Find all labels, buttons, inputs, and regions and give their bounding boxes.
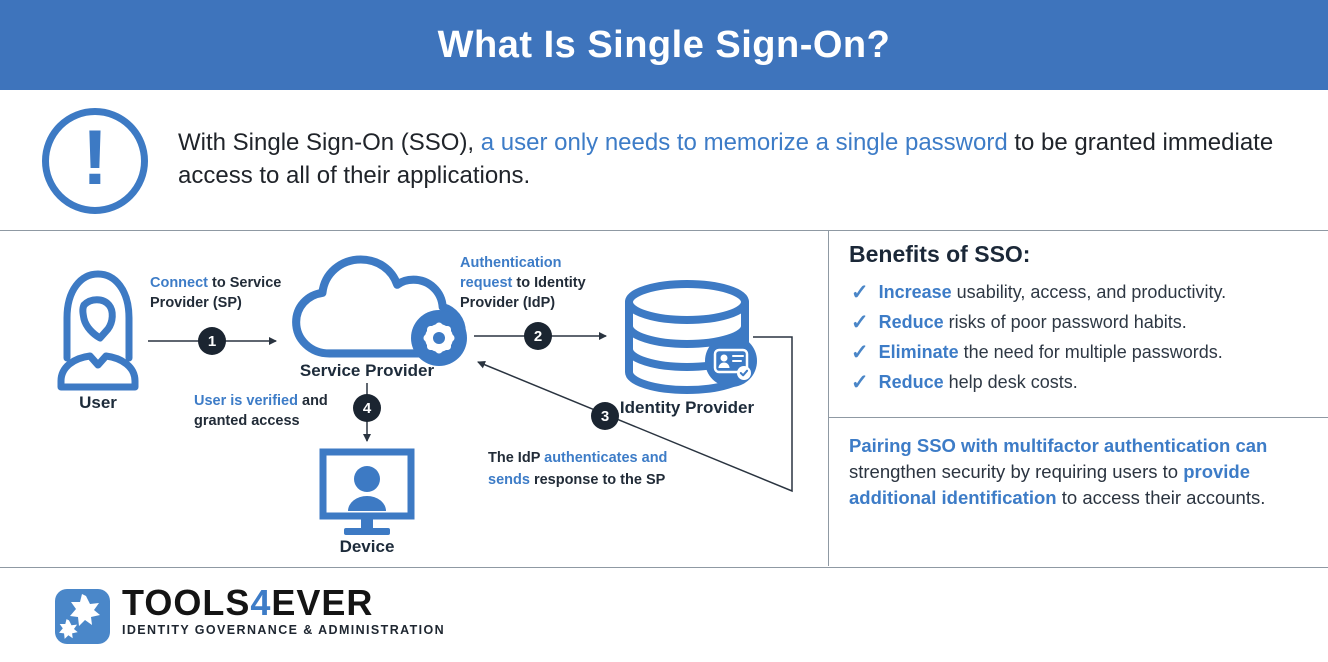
- brand-tagline: IDENTITY GOVERNANCE & ADMINISTRATION: [122, 623, 446, 637]
- brand-block: TOOLS4EVER IDENTITY GOVERNANCE & ADMINIS…: [122, 582, 446, 638]
- identity-provider-label: Identity Provider: [619, 398, 755, 417]
- exclamation-icon: !: [42, 108, 148, 214]
- step1-badge: 1: [198, 327, 226, 355]
- step1-text: Connect to Service Provider (SP): [150, 275, 282, 311]
- check-icon: ✓: [851, 281, 869, 304]
- step2-badge: 2: [524, 322, 552, 350]
- brand-name: TOOLS4EVER: [122, 582, 374, 623]
- mfa-note: Pairing SSO with multifactor authenticat…: [849, 435, 1268, 508]
- sso-flow-diagram: User Connect to Service Provider (SP) 1: [0, 231, 828, 566]
- main-section: User Connect to Service Provider (SP) 1: [0, 230, 1328, 568]
- database-icon: [625, 280, 749, 394]
- panel-divider: [829, 417, 1328, 418]
- check-icon: ✓: [851, 311, 869, 334]
- benefits-heading: Benefits of SSO:: [849, 241, 1031, 267]
- service-provider-label: Service Provider: [299, 361, 435, 380]
- check-icon: ✓: [851, 341, 869, 364]
- monitor-icon: [319, 448, 415, 535]
- benefit-item: ✓ Eliminate the need for multiple passwo…: [851, 341, 1223, 364]
- step4-text: User is verified and granted access: [194, 393, 328, 429]
- check-icon: ✓: [851, 371, 869, 394]
- user-label: User: [79, 393, 117, 412]
- intro-section: ! With Single Sign-On (SSO), a user only…: [0, 90, 1328, 232]
- benefit-item: ✓ Increase usability, access, and produc…: [851, 281, 1227, 304]
- intro-text: With Single Sign-On (SSO), a user only n…: [178, 129, 1274, 189]
- step2-text: Authentication request to Identity Provi…: [460, 255, 586, 311]
- benefit-item: ✓ Reduce risks of poor password habits.: [851, 311, 1187, 334]
- step4-badge: 4: [353, 394, 381, 422]
- page-title: What Is Single Sign-On?: [437, 23, 891, 66]
- header-banner: What Is Single Sign-On?: [0, 0, 1328, 90]
- footer: TOOLS4EVER IDENTITY GOVERNANCE & ADMINIS…: [0, 568, 1328, 662]
- arrow-step-3: [477, 336, 793, 493]
- tools4ever-logo-icon: [55, 589, 110, 644]
- step3-text: The IdP authenticates and sends response…: [488, 450, 668, 488]
- gear-icon: [411, 310, 467, 366]
- benefits-panel: Benefits of SSO: ✓ Increase usability, a…: [828, 231, 1328, 566]
- intro-highlight: a user only needs to memorize a single p…: [480, 129, 1008, 156]
- user-icon: [57, 270, 139, 391]
- device-label: Device: [339, 537, 395, 556]
- id-card-badge-icon: [705, 335, 757, 387]
- benefit-item: ✓ Reduce help desk costs.: [851, 371, 1078, 394]
- step3-badge: 3: [591, 402, 619, 430]
